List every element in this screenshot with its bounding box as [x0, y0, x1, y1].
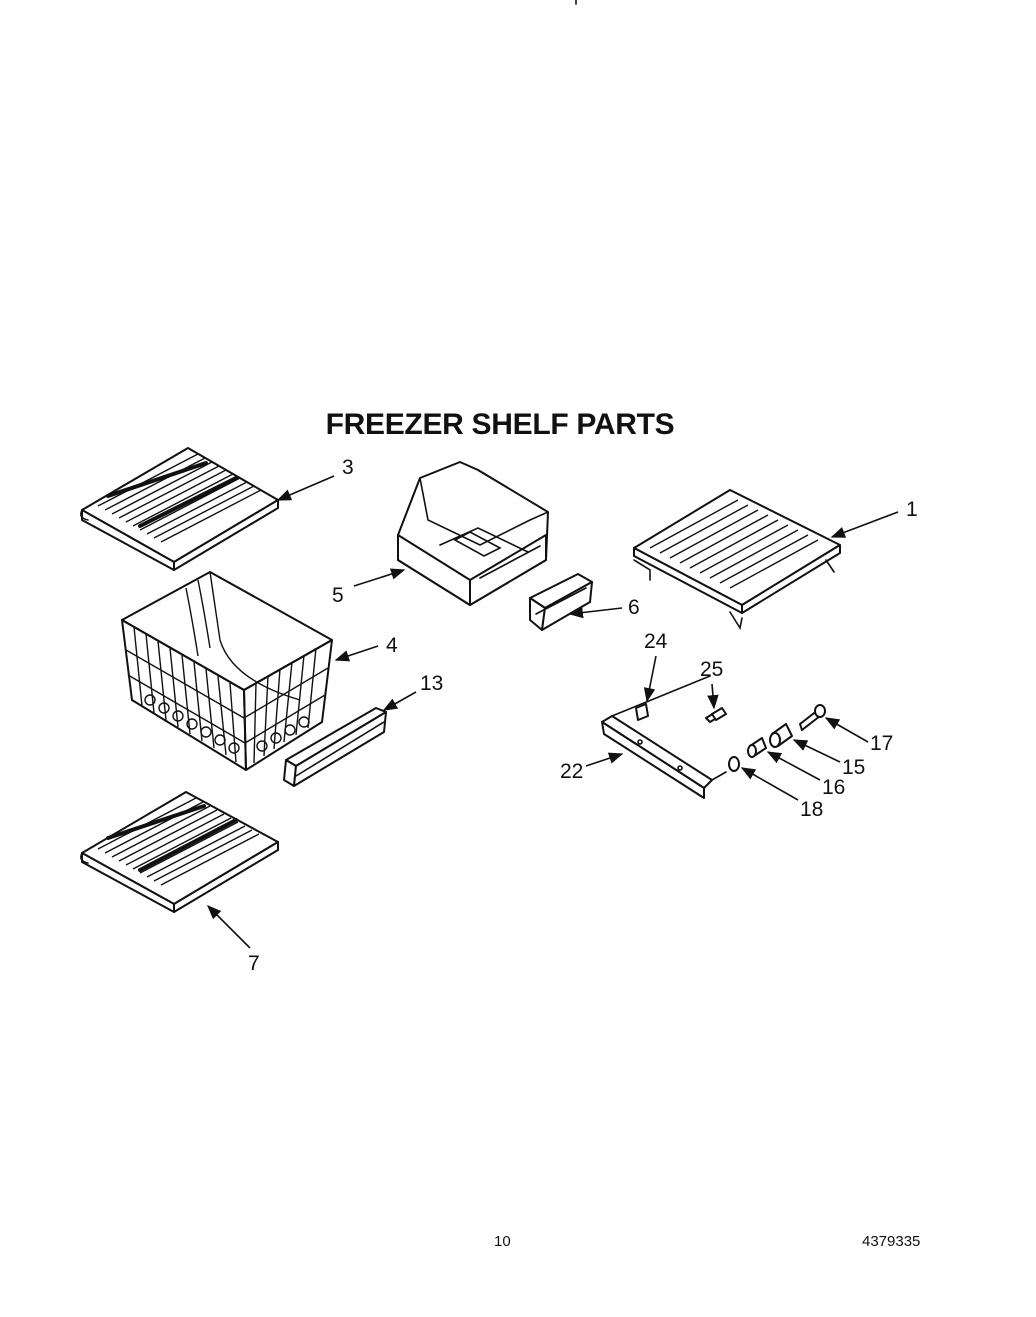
callout-4: 4 — [386, 634, 398, 657]
callout-18: 18 — [800, 798, 823, 821]
pan-rail-part-6 — [529, 573, 593, 631]
leader-7 — [206, 904, 251, 949]
callout-24: 24 — [644, 630, 668, 653]
leader-24 — [643, 655, 657, 703]
leader-13 — [382, 691, 417, 711]
shelf-bracket-part-22 — [601, 675, 727, 799]
washer-part-18 — [728, 756, 740, 772]
callout-15: 15 — [842, 756, 865, 779]
leader-18 — [740, 767, 799, 801]
freezer-pan-part-5 — [397, 461, 549, 606]
leader-1 — [830, 511, 899, 538]
callout-3: 3 — [342, 456, 354, 479]
basket-rail-part-13 — [283, 707, 387, 787]
shelf-part-1 — [633, 489, 841, 631]
page-number: 10 — [494, 1233, 511, 1250]
leader-lines — [206, 475, 899, 949]
leader-25 — [707, 683, 719, 710]
bushing-part-16 — [747, 737, 767, 758]
callout-labels: 1 3 5 6 4 13 7 24 25 22 17 15 16 18 — [248, 456, 918, 975]
leader-22 — [585, 752, 624, 767]
callout-13: 13 — [420, 672, 443, 695]
callout-25: 25 — [700, 658, 723, 681]
document-number: 4379335 — [862, 1233, 921, 1250]
leader-16 — [766, 751, 821, 781]
callout-1: 1 — [906, 498, 918, 521]
leader-3 — [276, 475, 335, 501]
callout-7: 7 — [248, 952, 260, 975]
wire-shelf-part-7 — [80, 791, 279, 913]
spacer-part-15 — [769, 723, 793, 748]
screw-part-24 — [635, 703, 649, 721]
wire-shelf-part-3 — [80, 447, 279, 571]
leader-5 — [353, 568, 406, 587]
leader-6 — [568, 606, 623, 619]
screw-part-17 — [799, 704, 826, 731]
callout-16: 16 — [822, 776, 845, 799]
leader-17 — [824, 717, 869, 743]
callout-22: 22 — [560, 760, 583, 783]
callout-17: 17 — [870, 732, 893, 755]
page-title: FREEZER SHELF PARTS — [325, 408, 675, 441]
leader-15 — [792, 739, 841, 763]
callout-5: 5 — [332, 584, 344, 607]
screw-part-25 — [705, 707, 727, 723]
wire-basket-part-4 — [121, 571, 333, 771]
leader-4 — [334, 645, 379, 662]
callout-6: 6 — [628, 596, 640, 619]
